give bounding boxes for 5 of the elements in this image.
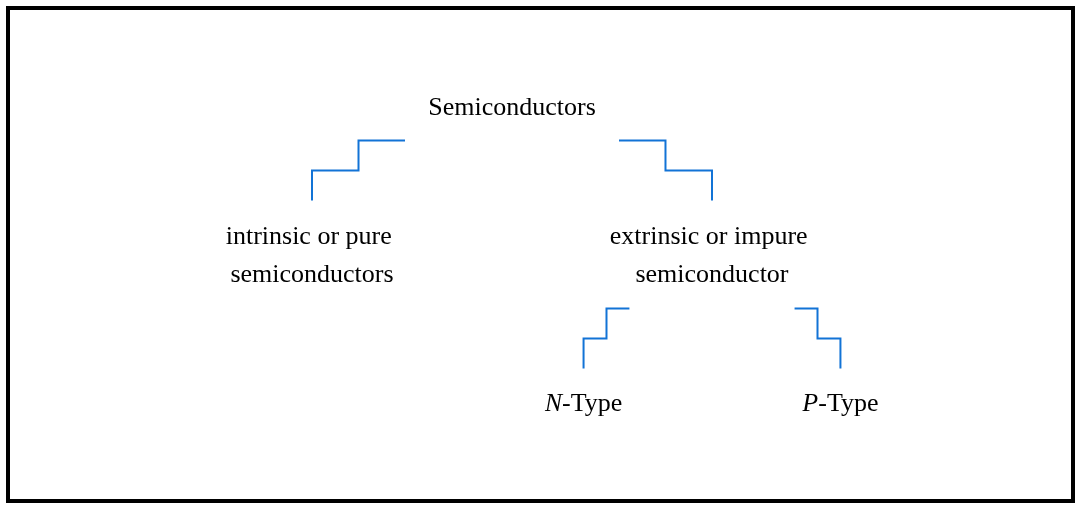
node-label: N-Type — [545, 388, 623, 418]
node-label: P-Type — [802, 388, 879, 418]
node-label: Semiconductors — [428, 91, 596, 121]
node-label: extrinsic or impure semiconductor — [610, 220, 808, 289]
node-label: intrinsic or pure semiconductors — [225, 220, 394, 289]
